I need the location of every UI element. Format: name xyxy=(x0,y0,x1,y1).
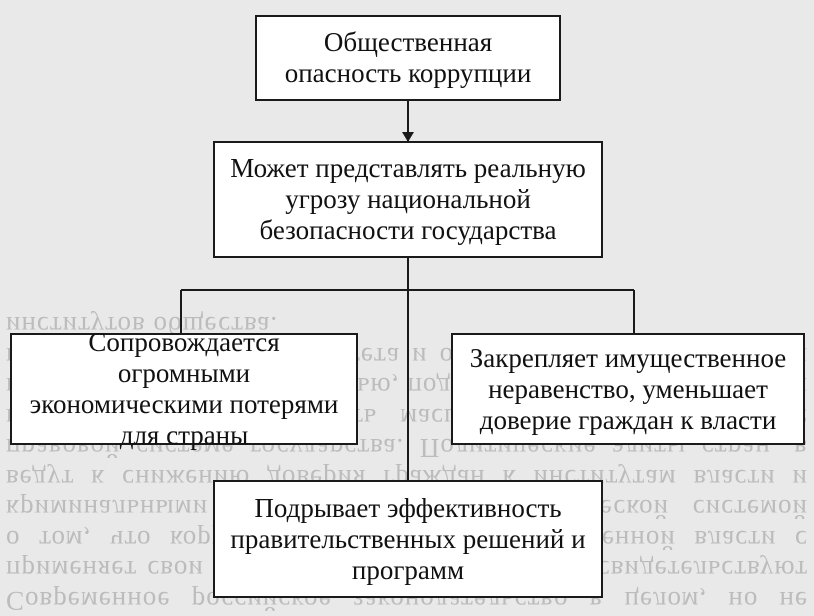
box-national-security-threat: Может представлять реальную угрозу нацио… xyxy=(213,141,603,258)
box-corruption-danger: Общественная опасность коррупции xyxy=(255,15,561,101)
box-inequality-distrust-text: Закрепляет имущественное неравенство, ум… xyxy=(469,342,787,435)
box-government-effectiveness: Подрывает эффективность правительственны… xyxy=(213,480,603,598)
box-economic-losses: Сопровождается огромными экономическими … xyxy=(10,327,358,450)
box-government-effectiveness-text: Подрывает эффективность правительственны… xyxy=(230,492,586,585)
box-corruption-danger-text: Общественная опасность коррупции xyxy=(284,27,532,88)
box-national-security-threat-text: Может представлять реальную угрозу нацио… xyxy=(230,153,586,245)
box-economic-losses-text: Сопровождается огромными экономическими … xyxy=(29,327,339,450)
box-inequality-distrust: Закрепляет имущественное неравенство, ум… xyxy=(451,333,805,445)
